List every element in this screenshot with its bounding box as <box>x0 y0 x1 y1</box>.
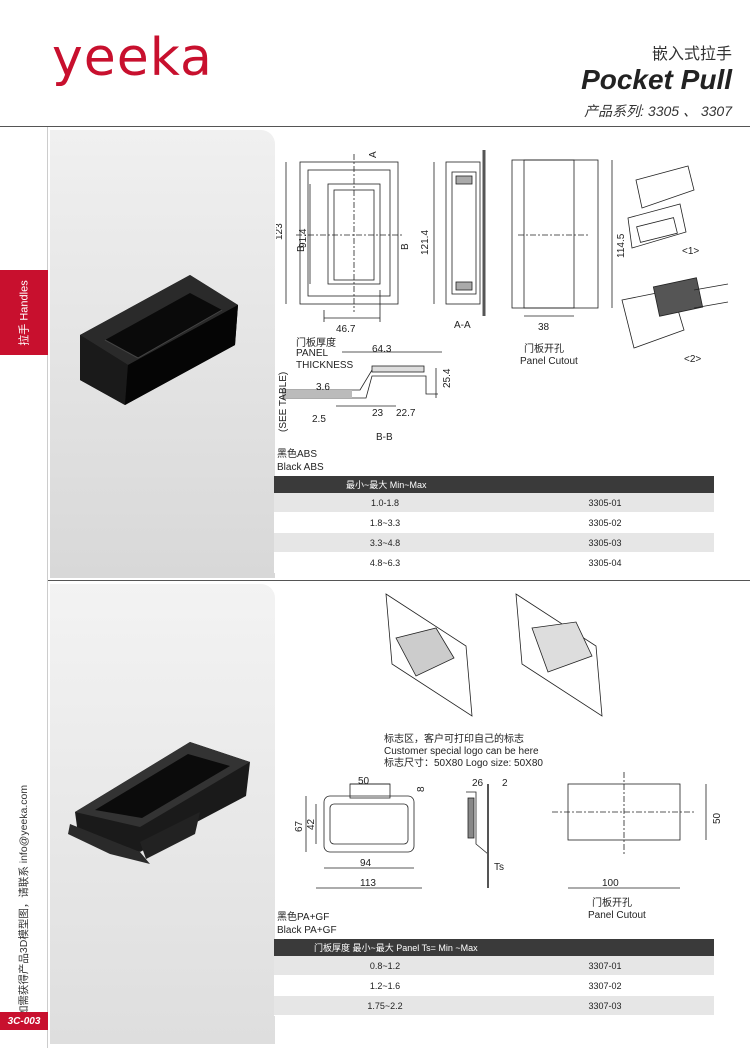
label-3305-aa: A-A <box>454 320 471 331</box>
dim-3305-height: 123 <box>276 223 285 240</box>
label-3305-see-table: (SEE TABLE) <box>278 372 289 432</box>
dim-3307-d26: 26 <box>472 778 484 789</box>
cell-range: 1.75~2.2 <box>274 995 496 1016</box>
table-3305-header: 最小~最大 Min~Max <box>274 476 714 493</box>
cell-code: 3307-03 <box>496 995 714 1016</box>
dim-3305-flange: 64.3 <box>372 344 392 355</box>
label-3305-bb: B-B <box>376 432 393 443</box>
dim-3305-thk: 2.5 <box>312 414 326 425</box>
dim-3305-step: 3.6 <box>316 382 330 393</box>
label-3305-view2: <2> <box>684 354 701 365</box>
label-3307-cutout-en: Panel Cutout <box>588 910 646 918</box>
category-label: 拉手 Handles <box>19 279 32 346</box>
dim-3307-h42: 42 <box>306 818 317 830</box>
dim-3305-section-height: 121.4 <box>420 230 431 255</box>
material-3307: 黑色PA+GF Black PA+GF <box>277 912 337 937</box>
page-code: 3C-003 <box>0 1012 48 1030</box>
dim-3305-cutout-width: 38 <box>538 322 550 333</box>
material-3307-cn: 黑色PA+GF <box>277 912 330 923</box>
cell-code: 3305-03 <box>496 532 714 553</box>
dim-3305-d227: 22.7 <box>396 408 416 419</box>
contact-note: 如需获得产品3D模型图，请联系 info@yeeka.com <box>18 784 31 1016</box>
section-divider <box>48 580 750 581</box>
page-title: Pocket Pull <box>581 64 732 95</box>
label-3305-view1: <1> <box>682 246 699 257</box>
dim-3307-d2: 2 <box>502 778 508 789</box>
material-3307-en: Black PA+GF <box>277 924 337 936</box>
dim-3305-inner-height: 91.4 <box>298 228 309 248</box>
dim-3307-cutout-width: 100 <box>602 878 619 889</box>
drawing-3307: 标志区，客户可打印自己的标志 Customer special logo can… <box>294 593 723 918</box>
dim-3307-ts: Ts <box>494 862 504 873</box>
label-3307-cutout-cn: 门板开孔 <box>592 896 632 909</box>
brand-logo: yeeka <box>52 28 213 88</box>
dim-3305-d23: 23 <box>372 408 384 419</box>
cell-code: 3305-01 <box>496 493 714 513</box>
logo-note-en: Customer special logo can be here <box>384 746 539 757</box>
table-3307-header: 门板厚度 最小~最大 Panel Ts= Min ~Max <box>274 939 714 956</box>
material-3305-cn: 黑色ABS <box>277 449 318 460</box>
product-photo-3305 <box>50 130 275 578</box>
label-3305-panel-thk-en1: PANEL <box>296 348 328 359</box>
cell-range: 1.8~3.3 <box>274 512 496 533</box>
label-3305-panel-thk-en2: THICKNESS <box>296 360 354 371</box>
product-photo-3307 <box>50 584 275 1044</box>
label-3305-a: A <box>368 151 379 158</box>
cell-range: 4.8~6.3 <box>274 552 496 573</box>
dim-3305-depth: 25.4 <box>442 368 453 388</box>
cell-range: 3.3~4.8 <box>274 532 496 553</box>
drawing-3305: 123 91.4 46.7 121.4 A-A 114.5 38 B B A <… <box>276 150 729 443</box>
category-tab <box>0 270 48 355</box>
product-series: 产品系列: 3305 、 3307 <box>584 103 732 119</box>
cell-range: 1.0-1.8 <box>274 493 496 513</box>
label-3305-cutout-en: Panel Cutout <box>520 356 578 367</box>
logo-note-cn: 标志区，客户可打印自己的标志 <box>384 732 524 745</box>
dim-3305-width: 46.7 <box>336 324 356 335</box>
material-3305: 黑色ABS Black ABS <box>277 449 324 474</box>
dim-3307-w94: 94 <box>360 858 372 869</box>
dim-3307-w113: 113 <box>360 878 376 889</box>
dim-3307-h67: 67 <box>294 820 305 832</box>
logo-size: 标志尺寸：50X80 Logo size: 50X80 <box>384 756 543 769</box>
cell-range: 0.8~1.2 <box>274 956 496 976</box>
dim-3307-h8: 8 <box>416 786 427 792</box>
cell-code: 3305-04 <box>496 552 714 573</box>
material-3305-en: Black ABS <box>277 461 324 473</box>
header-divider <box>0 126 750 127</box>
cell-range: 1.2~1.6 <box>274 975 496 996</box>
dim-3307-w50: 50 <box>358 776 370 787</box>
title-chinese: 嵌入式拉手 <box>651 46 732 63</box>
label-3305-cutout-cn: 门板开孔 <box>524 342 564 355</box>
label-3305-b-left: B <box>296 245 307 252</box>
cell-code: 3305-02 <box>496 512 714 533</box>
cell-code: 3307-01 <box>496 956 714 976</box>
dim-3307-cutout-height: 50 <box>712 812 723 824</box>
dim-3305-cutout-height: 114.5 <box>616 233 627 258</box>
label-3305-b-right: B <box>400 243 411 250</box>
cell-code: 3307-02 <box>496 975 714 996</box>
label-3305-panel-thk-cn: 门板厚度 <box>296 336 336 349</box>
